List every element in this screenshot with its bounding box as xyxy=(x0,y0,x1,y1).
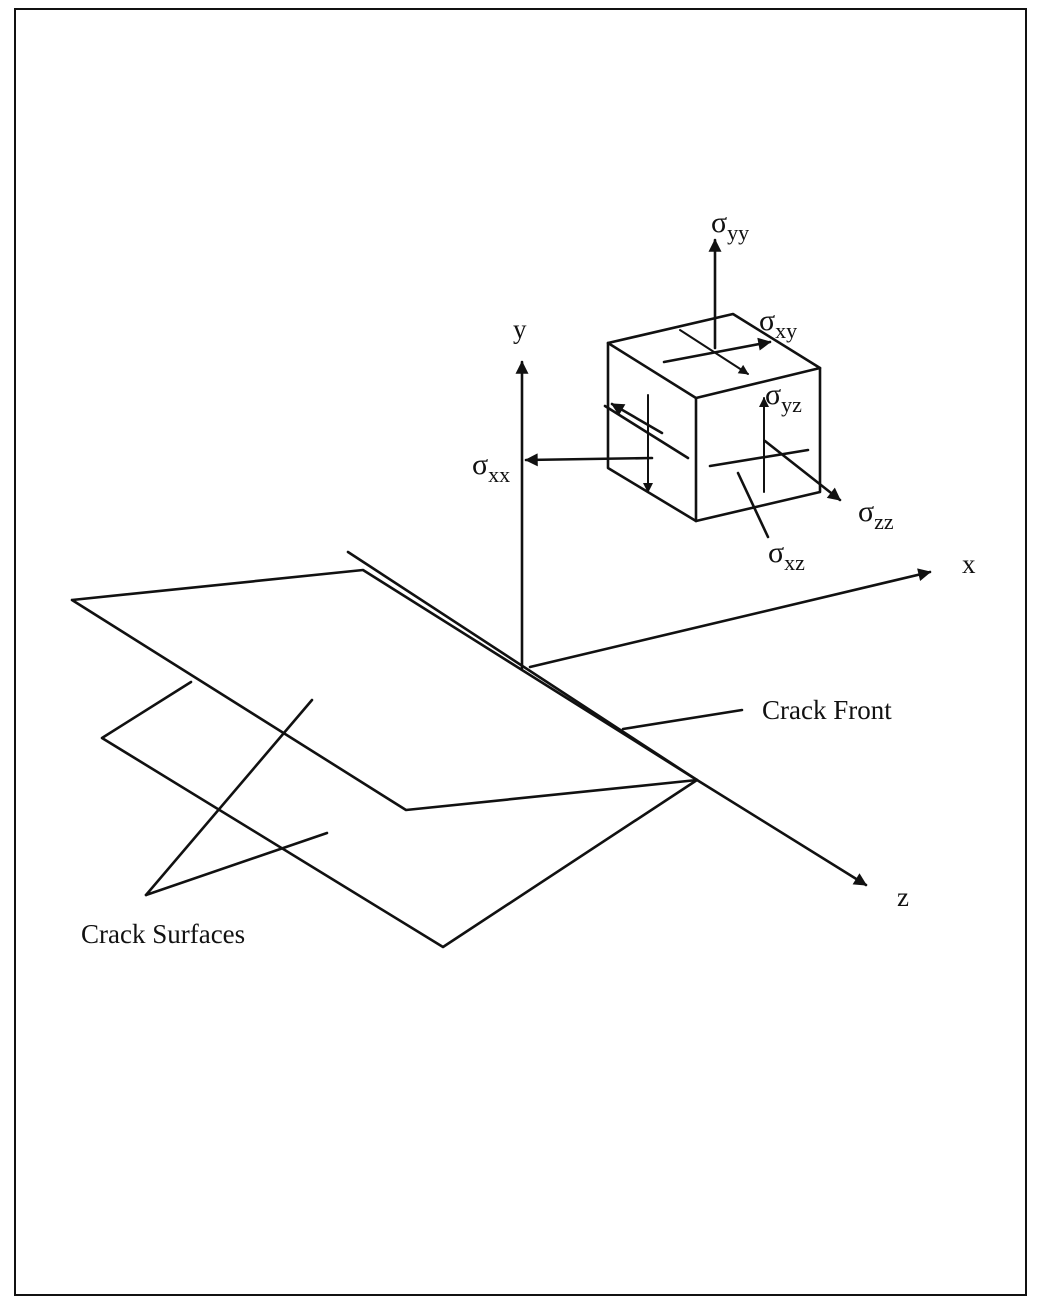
crack-surfaces-label: Crack Surfaces xyxy=(81,919,245,949)
stress-element-cube xyxy=(606,312,822,523)
sigma-xx-arrow xyxy=(524,453,654,467)
lower-crack-surface xyxy=(100,680,699,949)
sigma-xx-face-line xyxy=(603,404,690,460)
crack-front-leader xyxy=(621,708,744,731)
upper-crack-surface xyxy=(70,568,699,812)
sigma-xy-label: σxy xyxy=(759,304,797,343)
sigma-xy-arrow xyxy=(662,337,772,364)
sigma-yy-label: σyy xyxy=(711,206,749,245)
x-axis-label: x xyxy=(962,549,976,579)
sigma-zz-arrow xyxy=(763,439,842,502)
z-axis-label: z xyxy=(897,882,909,912)
crack-surfaces-leader-2 xyxy=(144,831,329,897)
sigma-xx-label: σxx xyxy=(472,448,510,487)
x-axis xyxy=(528,568,932,669)
sigma-xz-label: σxz xyxy=(768,536,805,575)
sigma-xx-left-arrow xyxy=(610,402,664,435)
sigma-xz-leader xyxy=(736,471,770,539)
figure-frame xyxy=(14,8,1027,1296)
sigma-yz-label: σyz xyxy=(765,378,802,417)
sigma-zz-line xyxy=(708,448,810,468)
y-axis-label: y xyxy=(513,314,527,344)
z-axis xyxy=(695,778,868,887)
crack-surfaces-leader-1 xyxy=(144,698,314,897)
sigma-zz-label: σzz xyxy=(858,495,894,534)
crack-front-label: Crack Front xyxy=(762,695,892,725)
